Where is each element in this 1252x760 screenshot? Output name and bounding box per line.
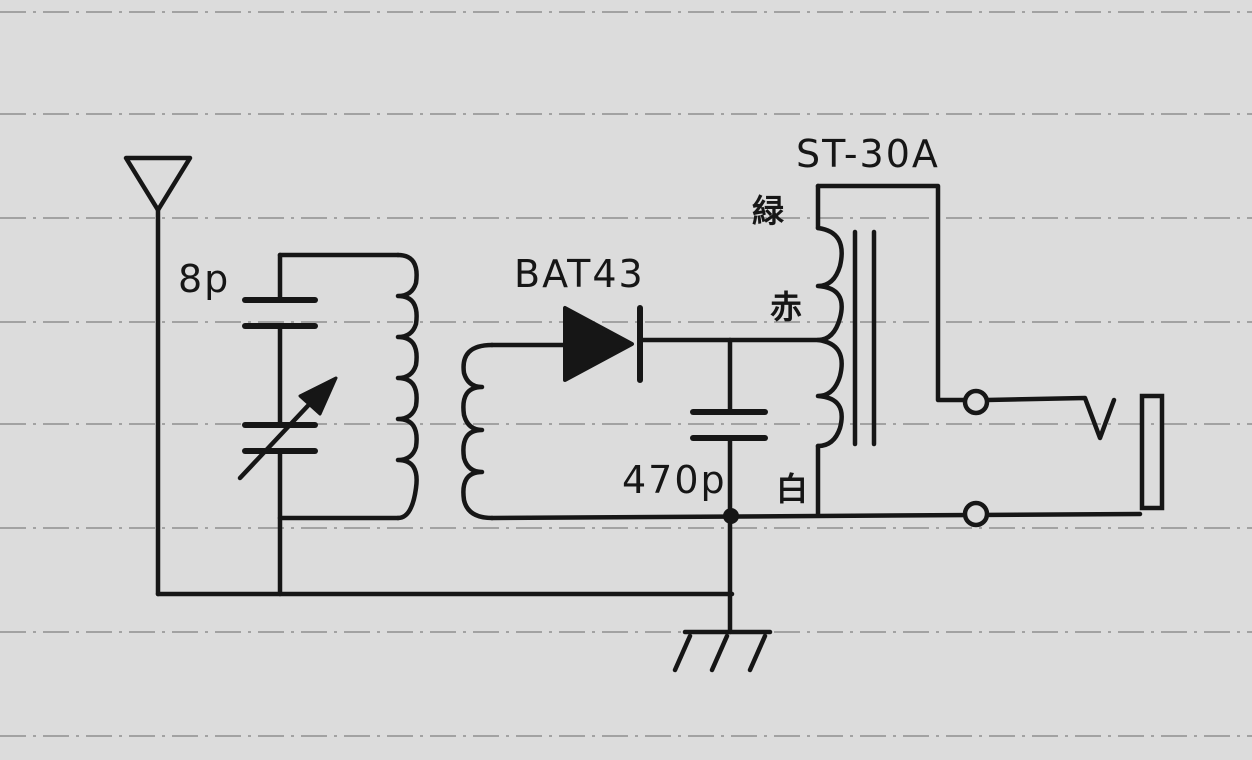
transformer-secondary-wire — [815, 183, 968, 403]
transformer-icon — [815, 183, 844, 517]
primary-coil-icon — [395, 252, 419, 521]
ground-icon — [672, 629, 773, 673]
wire-red-label: 赤 — [770, 288, 802, 326]
secondary-coil-icon — [461, 342, 495, 521]
earphone-jack-icon — [984, 393, 1165, 511]
return-wire — [489, 511, 1143, 521]
antenna-icon — [123, 155, 193, 597]
trimmer-capacitor-icon — [242, 252, 318, 428]
terminal-top-icon — [962, 388, 990, 416]
diode-label: BAT43 — [514, 252, 645, 296]
terminal-bottom-icon — [962, 500, 990, 528]
transformer-core-icon — [852, 229, 877, 447]
capacitor-icon — [690, 337, 768, 635]
junction-dot-icon — [723, 508, 739, 524]
wire-green-label: 緑 — [752, 192, 785, 230]
transformer-label: ST-30A — [796, 132, 940, 176]
paper-rules — [0, 11, 1252, 737]
variable-capacitor-icon — [237, 376, 338, 597]
trimmer-cap-label: 8p — [178, 257, 230, 301]
filter-cap-label: 470p — [622, 458, 727, 502]
diode-icon — [563, 305, 643, 383]
wire-white-label: 白 — [776, 470, 808, 508]
